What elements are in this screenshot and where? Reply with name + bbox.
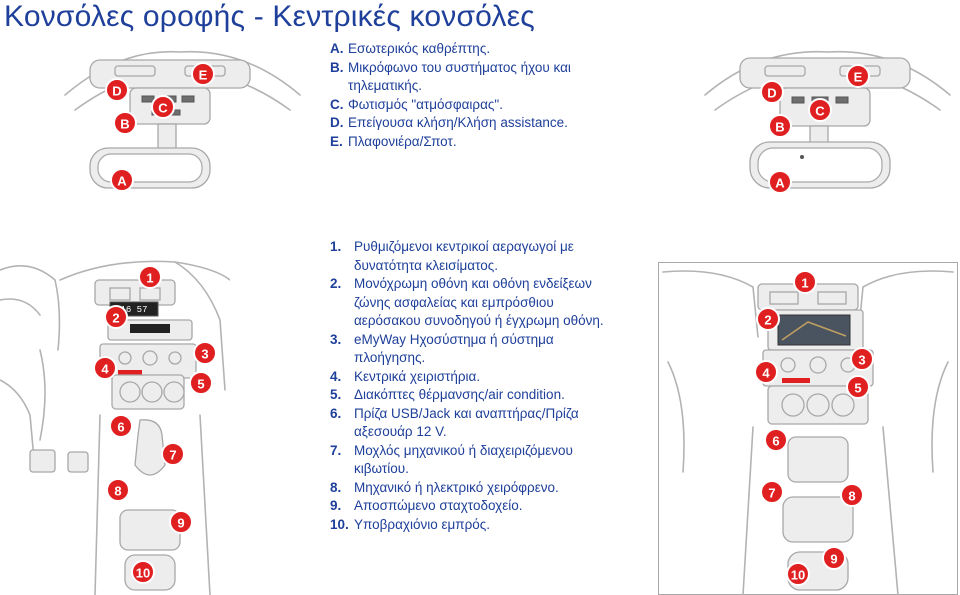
roof-console-illustration-right: A B C D E — [704, 50, 951, 194]
svg-text:1: 1 — [801, 276, 808, 291]
badge-5-right: 5 — [846, 375, 870, 399]
badge-7: 7 — [161, 442, 185, 466]
legend-item-5: 5.Διακόπτες θέρμανσης/air condition. — [330, 387, 565, 402]
legend-item-d: D.Επείγουσα κλήση/Κλήση assistance. — [330, 115, 568, 130]
svg-text:8: 8 — [114, 484, 121, 499]
badge-3: 3 — [193, 341, 217, 365]
svg-text:3: 3 — [201, 347, 208, 362]
badge-2: 2 — [104, 305, 128, 329]
badge-5: 5 — [189, 371, 213, 395]
svg-text:E: E — [199, 68, 208, 83]
svg-text:E: E — [854, 70, 863, 85]
badge-3-right: 3 — [850, 347, 874, 371]
badge-d: D — [105, 78, 129, 102]
svg-text:5: 5 — [197, 377, 204, 392]
roof-console-illustration-left: A B C D E — [64, 50, 301, 192]
legend-item-b: B.Μικρόφωνο του συστήματος ήχου και τηλε… — [330, 59, 571, 94]
svg-text:A: A — [117, 174, 127, 189]
svg-text:9: 9 — [830, 552, 837, 567]
svg-text:8: 8 — [848, 489, 855, 504]
legend-item-a: A.Εσωτερικός καθρέπτης. — [330, 41, 491, 56]
svg-text:9: 9 — [177, 516, 184, 531]
badge-9: 9 — [169, 510, 193, 534]
badge-e: E — [191, 62, 215, 86]
svg-text:10: 10 — [136, 566, 150, 581]
badge-a: A — [110, 168, 134, 192]
svg-text:1: 1 — [146, 271, 153, 286]
svg-text:D: D — [112, 84, 121, 99]
legend-item-2: 2.Μονόχρωμη οθόνη και οθόνη ενδείξεων ζώ… — [330, 276, 604, 328]
legend-item-6: 6.Πρίζα USB/Jack και αναπτήρας/Πρίζα αξε… — [330, 405, 579, 440]
badge-d-right: D — [760, 80, 784, 104]
badge-6-right: 6 — [764, 428, 788, 452]
svg-text:6: 6 — [117, 420, 124, 435]
badge-8-right: 8 — [840, 483, 864, 507]
svg-text:A: A — [775, 176, 785, 191]
legend-item-4: 4.Κεντρικά χειριστήρια. — [330, 368, 481, 384]
svg-text:C: C — [158, 101, 168, 116]
roof-console-legend: A.Εσωτερικός καθρέπτης. B.Μικρόφωνο του … — [330, 40, 620, 151]
badge-b: B — [113, 111, 137, 135]
badge-2-right: 2 — [756, 307, 780, 331]
legend-item-e: E.Πλαφονιέρα/Σποτ. — [330, 133, 457, 149]
svg-text:B: B — [120, 117, 129, 132]
badge-4-right: 4 — [754, 360, 778, 384]
page-title: Κονσόλες οροφής - Κεντρικές κονσόλες — [4, 0, 535, 33]
svg-text:10: 10 — [791, 568, 805, 583]
badge-4: 4 — [93, 356, 117, 380]
svg-text:6: 6 — [772, 434, 779, 449]
badge-1: 1 — [138, 265, 162, 289]
svg-text:7: 7 — [768, 486, 775, 501]
svg-text:7: 7 — [169, 448, 176, 463]
legend-item-c: C.Φωτισμός "ατμόσφαιρας". — [330, 96, 503, 112]
badge-a-right: A — [768, 170, 792, 194]
svg-text:4: 4 — [101, 362, 109, 377]
legend-item-10: 10.Υποβραχιόνιο εμπρός. — [330, 516, 491, 532]
svg-text:4: 4 — [762, 366, 770, 381]
badge-7-right: 7 — [760, 480, 784, 504]
svg-text:3: 3 — [858, 353, 865, 368]
badge-9-right: 9 — [822, 546, 846, 570]
badge-c-right: C — [808, 98, 832, 122]
badge-1-right: 1 — [793, 270, 817, 294]
svg-text:2: 2 — [764, 313, 771, 328]
badge-b-right: B — [768, 114, 792, 138]
legend-item-3: 3.eMyWay Ηχοσύστημα ή σύστημα πλοήγησης. — [330, 331, 554, 366]
badge-8: 8 — [106, 478, 130, 502]
svg-text:D: D — [767, 86, 776, 101]
badge-10-right: 10 — [786, 562, 810, 586]
legend-item-8: 8.Μηχανικό ή ηλεκτρικό χειρόφρενο. — [330, 479, 559, 495]
svg-text:2: 2 — [112, 311, 119, 326]
badge-c: C — [151, 95, 175, 119]
svg-text:C: C — [815, 104, 825, 119]
center-console-illustration-left: 16 57 1 2 3 4 5 6 7 8 9 10 — [0, 260, 230, 595]
legend-item-9: 9.Αποσπώμενο σταχτοδοχείο. — [330, 498, 523, 513]
svg-text:16 57: 16 57 — [120, 305, 147, 315]
badge-e-right: E — [846, 64, 870, 88]
svg-text:B: B — [775, 120, 784, 135]
legend-item-1: 1.Ρυθμιζόμενοι κεντρικοί αεραγωγοί με δυ… — [330, 239, 574, 273]
svg-text:5: 5 — [854, 381, 861, 396]
center-console-legend: 1.Ρυθμιζόμενοι κεντρικοί αεραγωγοί με δυ… — [330, 238, 630, 534]
badge-6: 6 — [109, 414, 133, 438]
legend-item-7: 7.Μοχλός μηχανικού ή διαχειριζόμενου κιβ… — [330, 442, 573, 477]
center-console-illustration-right: 1 2 3 4 5 6 7 8 9 10 — [658, 262, 958, 595]
badge-10: 10 — [131, 560, 155, 584]
